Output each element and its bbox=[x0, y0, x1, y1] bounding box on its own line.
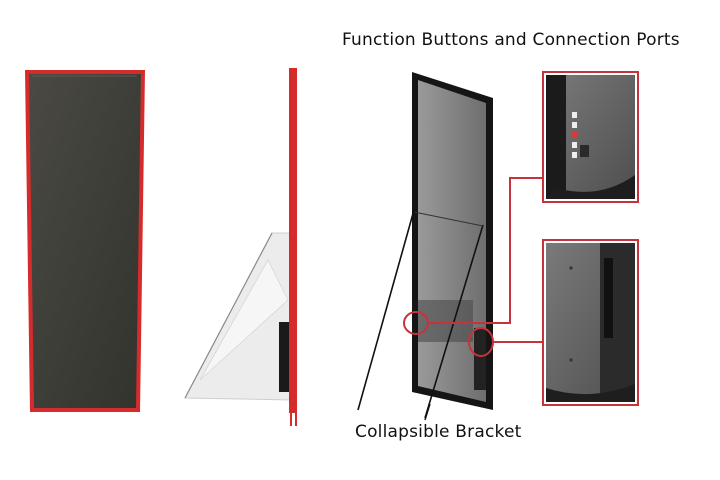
rear-view-display bbox=[357, 72, 494, 419]
function-button-icon bbox=[572, 122, 577, 128]
ports-title: Function Buttons and Connection Ports bbox=[342, 30, 680, 50]
function-button-icon bbox=[572, 112, 577, 118]
callout-lines bbox=[424, 177, 543, 421]
function-button-icon bbox=[572, 132, 577, 138]
function-button-icon bbox=[572, 152, 577, 158]
side-view-display bbox=[184, 68, 297, 426]
front-view-display bbox=[25, 70, 145, 412]
function-button-icon bbox=[572, 142, 577, 148]
bracket-label: Collapsible Bracket bbox=[355, 422, 522, 442]
connection-port-icon bbox=[580, 145, 589, 157]
zoom-bracket-mount bbox=[542, 239, 639, 406]
zoom-function-buttons bbox=[542, 71, 639, 203]
